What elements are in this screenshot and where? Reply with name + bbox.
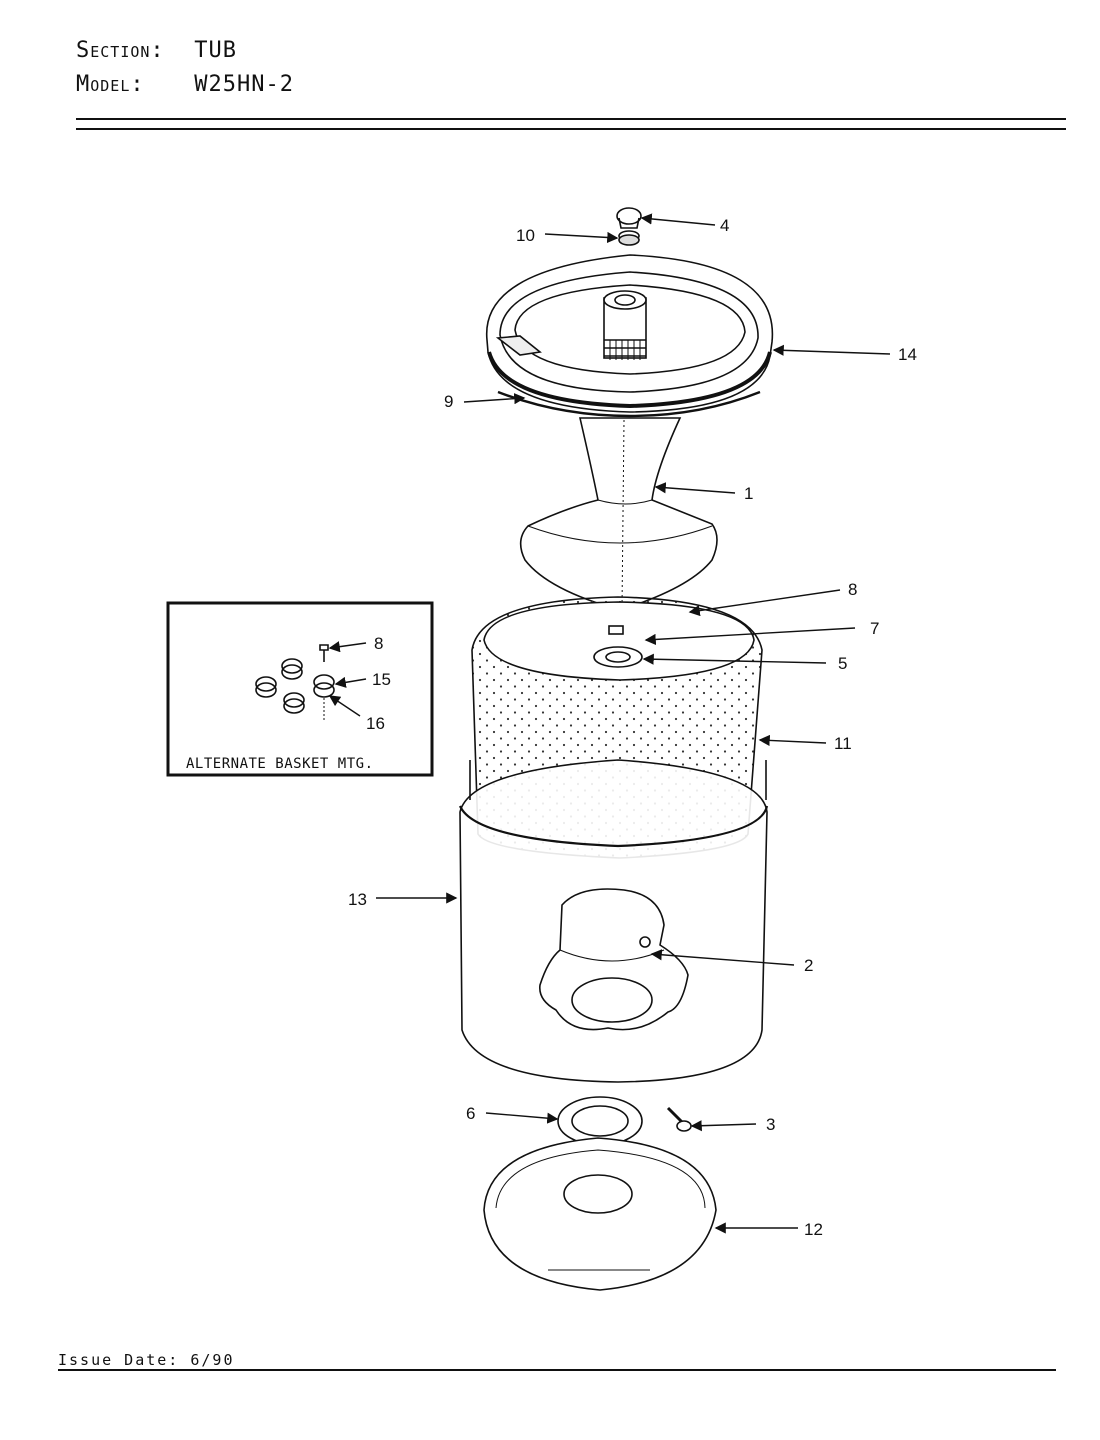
cap-part-4 bbox=[616, 207, 642, 229]
callout-7: 7 bbox=[870, 619, 879, 638]
callout-3: 3 bbox=[766, 1115, 775, 1134]
callout-4: 4 bbox=[720, 216, 729, 235]
inset-parts bbox=[255, 644, 335, 720]
callout-5: 5 bbox=[838, 654, 847, 673]
leader-9 bbox=[463, 393, 526, 405]
callout-14: 14 bbox=[898, 345, 917, 364]
tub-ring-part-14 bbox=[485, 254, 774, 413]
leader-5 bbox=[642, 653, 827, 665]
agitator-part-1 bbox=[519, 417, 718, 611]
leader-2 bbox=[650, 949, 795, 966]
leader-inset-8 bbox=[328, 641, 367, 653]
leader-8 bbox=[688, 589, 841, 617]
hub-part-2 bbox=[539, 888, 689, 1031]
seal-ring-part-6 bbox=[557, 1096, 643, 1146]
leader-inset-16 bbox=[328, 695, 361, 717]
leader-7 bbox=[644, 627, 856, 646]
inset-callout-16: 16 bbox=[366, 714, 385, 733]
bolt-part-3 bbox=[666, 1106, 692, 1132]
model-value: W25HN-2 bbox=[194, 72, 294, 97]
inset-title: ALTERNATE BASKET MTG. bbox=[186, 756, 374, 772]
leader-inset-15 bbox=[334, 676, 367, 688]
section-header: Section: TUB bbox=[76, 38, 237, 63]
leader-1 bbox=[654, 482, 736, 494]
callout-10: 10 bbox=[516, 226, 535, 245]
callout-8: 8 bbox=[848, 580, 857, 599]
section-label: Section: bbox=[76, 38, 165, 63]
callout-2: 2 bbox=[804, 956, 813, 975]
callout-9: 9 bbox=[444, 392, 453, 411]
model-label: Model: bbox=[76, 72, 145, 97]
leader-3 bbox=[690, 1120, 757, 1132]
inset-box bbox=[166, 601, 434, 777]
leader-10 bbox=[544, 231, 619, 244]
nut-part-10 bbox=[618, 230, 640, 246]
issue-date: Issue Date: 6/90 bbox=[58, 1351, 235, 1369]
callout-6: 6 bbox=[466, 1104, 475, 1123]
inset-callout-8: 8 bbox=[374, 634, 383, 653]
header-rule-bottom bbox=[76, 128, 1066, 130]
inset-callout-15: 15 bbox=[372, 670, 391, 689]
leader-11 bbox=[758, 734, 827, 747]
header-rule-top bbox=[76, 118, 1066, 120]
base-part-12 bbox=[483, 1137, 717, 1291]
gasket-part-9 bbox=[497, 390, 761, 418]
section-value: TUB bbox=[194, 38, 237, 63]
callout-12: 12 bbox=[804, 1220, 823, 1239]
callout-1: 1 bbox=[744, 484, 753, 503]
model-header: Model: W25HN-2 bbox=[76, 72, 294, 97]
leader-4 bbox=[640, 213, 716, 226]
callout-11: 11 bbox=[834, 734, 852, 753]
callout-13: 13 bbox=[348, 890, 367, 909]
leader-6 bbox=[485, 1112, 559, 1124]
leader-14 bbox=[772, 344, 891, 356]
footer-rule bbox=[58, 1369, 1056, 1371]
